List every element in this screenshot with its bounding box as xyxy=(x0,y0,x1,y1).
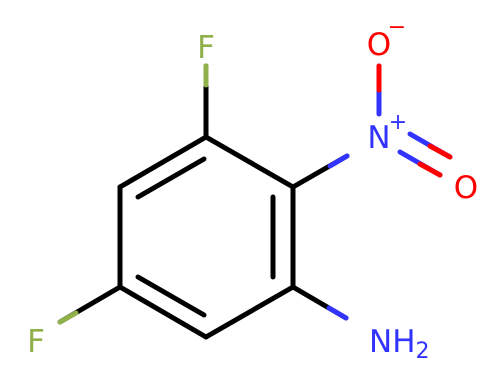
amine-nh: NH xyxy=(369,324,416,360)
bond-n-o-right-b-colored xyxy=(427,143,453,160)
bond-c2-c3 xyxy=(203,134,296,190)
atom-o-right: O xyxy=(454,170,478,206)
bond-c6-c1 xyxy=(203,284,296,340)
charge-plus: + xyxy=(389,110,407,135)
charge-minus: − xyxy=(388,15,406,40)
bond-n-o-right-a-colored xyxy=(417,161,443,178)
bond-c1-nh2-colored xyxy=(326,305,349,321)
bond-c5-f-colored xyxy=(57,310,79,325)
bond-c5-c6 xyxy=(117,284,209,340)
atom-n-nitro: N xyxy=(367,120,390,156)
atom-f-top: F xyxy=(197,30,215,66)
double-bond-inner-c3-c4 xyxy=(135,156,207,200)
bond-c3-c4 xyxy=(117,134,209,190)
atom-f-left: F xyxy=(27,324,45,360)
double-bond-inner-c5-c6 xyxy=(135,274,207,318)
amine-subscript: 2 xyxy=(416,339,430,364)
bond-c2-n-colored xyxy=(327,153,350,169)
atom-o-top: O xyxy=(367,27,391,63)
atom-amine: NH2 xyxy=(369,324,430,364)
benzene-ring xyxy=(117,134,296,340)
